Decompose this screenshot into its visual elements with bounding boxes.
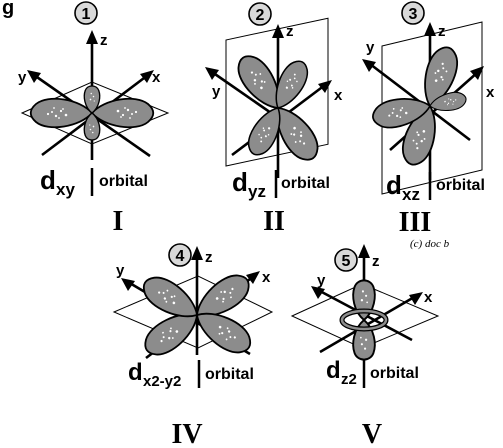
- orbital-word: orbital: [436, 177, 485, 194]
- panel-roman-numeral: IV: [171, 419, 202, 448]
- z-arrow-icon: [424, 22, 436, 36]
- copyright-credit: (c) doc b: [410, 238, 450, 250]
- orbital-word: orbital: [281, 175, 330, 192]
- panel-number-circle: [248, 2, 272, 26]
- yz-plane: [225, 17, 329, 167]
- z-arrow-icon: [272, 24, 284, 38]
- y-arrow-icon: [311, 286, 325, 299]
- y-arrow-icon: [27, 70, 41, 83]
- panel-number: 2: [256, 7, 265, 24]
- x-axis-label: x: [486, 84, 495, 101]
- title-fragment: g: [2, 0, 14, 19]
- panel-roman-numeral: II: [263, 206, 285, 237]
- z-axis-label: z: [100, 32, 108, 49]
- panel-roman-numeral: I: [113, 206, 124, 237]
- orbital-lobes: [369, 42, 469, 170]
- panel-dxy: 1 z x y d xy orbital I: [18, 1, 170, 237]
- orbital-symbol: d: [326, 357, 341, 384]
- panel-dxz: 3 z x y d xz orbital III (c) doc b: [362, 1, 495, 250]
- orbital-subscript: z2: [341, 371, 357, 388]
- z-arrow-icon: [86, 30, 98, 44]
- x-axis-label: x: [152, 69, 161, 86]
- panel-dyz: 2 z x y d yz orbital II: [205, 2, 343, 237]
- panel-number: 3: [409, 6, 418, 23]
- z-axis-label: z: [286, 23, 294, 40]
- orbital-subscript: yz: [248, 182, 266, 201]
- x-arrow-icon: [246, 271, 260, 284]
- x-axis-label: x: [262, 269, 271, 286]
- panel-number-circle: [168, 243, 192, 267]
- panel-number-circle: [74, 1, 98, 25]
- z-arrow-icon: [191, 246, 203, 260]
- orbital-subscript: xz: [402, 185, 420, 204]
- y-axis-label: y: [212, 83, 221, 100]
- panel-number: 4: [176, 248, 185, 265]
- z-axis-label: z: [372, 253, 380, 270]
- x-axis-label: x: [424, 289, 433, 306]
- z-arrow-icon: [358, 244, 370, 258]
- panel-roman-numeral: III: [399, 207, 432, 238]
- orbital-symbol: d: [386, 170, 402, 200]
- x-axis-label: x: [334, 87, 343, 104]
- orbital-subscript: x2-y2: [143, 373, 181, 390]
- panel-roman-numeral: V: [362, 419, 382, 448]
- y-axis-label: y: [366, 39, 375, 56]
- panel-dz2: 5 z x y d z2 orbital V: [290, 244, 440, 448]
- orbital-symbol: d: [128, 359, 143, 386]
- orbital-word: orbital: [205, 366, 254, 383]
- orbital-subscript: xy: [56, 180, 75, 199]
- panel-number-circle: [334, 248, 358, 272]
- z-axis-label: z: [438, 23, 446, 40]
- orbital-symbol: d: [232, 167, 248, 197]
- y-arrow-icon: [362, 59, 376, 72]
- y-axis-label: y: [18, 69, 27, 86]
- panel-dx2-y2: 4 z x y d x2-y2 orbital IV: [112, 243, 274, 448]
- orbital-symbol: d: [40, 165, 56, 195]
- xy-plane: [290, 283, 440, 349]
- orbital-word: orbital: [370, 365, 419, 382]
- panel-number: 5: [342, 253, 351, 270]
- x-arrow-icon: [470, 66, 484, 80]
- y-axis-label: y: [317, 272, 326, 289]
- y-arrow-icon: [205, 67, 219, 80]
- z-axis-label: z: [205, 249, 213, 266]
- orbital-word: orbital: [99, 173, 148, 190]
- x-arrow-icon: [140, 70, 154, 83]
- panel-number-circle: [401, 1, 425, 25]
- x-arrow-icon: [409, 292, 423, 305]
- y-axis-label: y: [116, 262, 125, 279]
- x-arrow-icon: [318, 80, 332, 93]
- orbital-lobes: [339, 279, 389, 361]
- orbital-lobes: [29, 85, 155, 141]
- y-arrow-icon: [121, 278, 135, 291]
- xz-plane: [381, 21, 483, 195]
- panel-number: 1: [82, 6, 91, 23]
